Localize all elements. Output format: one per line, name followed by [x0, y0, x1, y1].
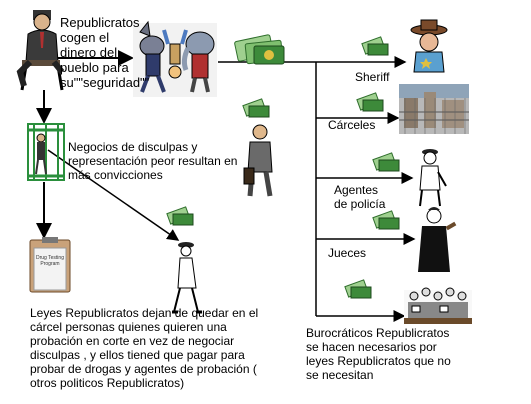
bureau-caption: Burocráticos Republicratos se hacen nece… — [306, 326, 486, 382]
bottom-caption-line: otros politicos Republicratos) — [30, 376, 185, 390]
money-judges-icon — [372, 210, 400, 230]
money-jails-icon — [356, 92, 384, 112]
arrow-to-walking-man — [47, 149, 180, 241]
label-police-line: Agentes — [334, 183, 379, 197]
middle-caption: Negocios de disculpas y representación p… — [68, 140, 258, 182]
bottom-caption-line: disculpas , y ellos tiened que pagar par… — [30, 348, 245, 362]
bottom-caption-line: cárcel personas quienes quieren una — [30, 320, 227, 334]
top-caption-line: su""seguridad"" — [60, 75, 150, 90]
clipboard-label: Drug Testing Program — [35, 255, 65, 267]
money-middle-icon — [242, 98, 270, 118]
label-jails: Cárceles — [328, 118, 376, 132]
clipboard-line: Drug Testing — [36, 255, 64, 261]
top-caption-line: dinero del — [60, 45, 118, 60]
money-police-icon — [372, 152, 400, 172]
bureau-caption-line: se hacen necesarios por — [306, 340, 437, 354]
top-caption-line: cogen el — [60, 30, 110, 45]
bureau-caption-line: leyes Republicratos que no — [306, 354, 451, 368]
bureau-caption-line: se necesitan — [306, 368, 374, 382]
bottom-caption-line: probar de drogas y agentes de probación … — [30, 362, 257, 376]
bottom-caption-line: Leyes Republicratos dejan de quedar en e… — [30, 306, 259, 320]
middle-caption-line: representación peor resultan en — [68, 154, 238, 168]
middle-caption-line: Negocios de disculpas y — [68, 140, 198, 154]
label-judges: Jueces — [328, 246, 367, 260]
top-caption-line: pueblo para — [60, 60, 129, 75]
label-sheriff: Sheriff — [355, 70, 390, 84]
money-sheriff-icon — [361, 36, 389, 56]
top-caption: Republicratos cogen el dinero del pueblo… — [60, 15, 170, 90]
money-stack-large-icon — [234, 34, 285, 65]
money-walking-icon — [166, 206, 194, 226]
bottom-caption: Leyes Republicratos dejan de quedar en e… — [30, 306, 280, 390]
label-police-line: de policía — [334, 197, 386, 211]
bottom-caption-line: probación en corte en vez de negociar — [30, 334, 235, 348]
top-caption-line: Republicratos — [60, 15, 140, 30]
middle-caption-line: más convicciones — [68, 168, 163, 182]
clipboard-line: Program — [40, 261, 60, 267]
label-police: Agentes de policía — [334, 183, 385, 211]
money-bureaucrats-icon — [344, 279, 372, 299]
bureau-caption-line: Burocráticos Republicratos — [306, 326, 450, 340]
